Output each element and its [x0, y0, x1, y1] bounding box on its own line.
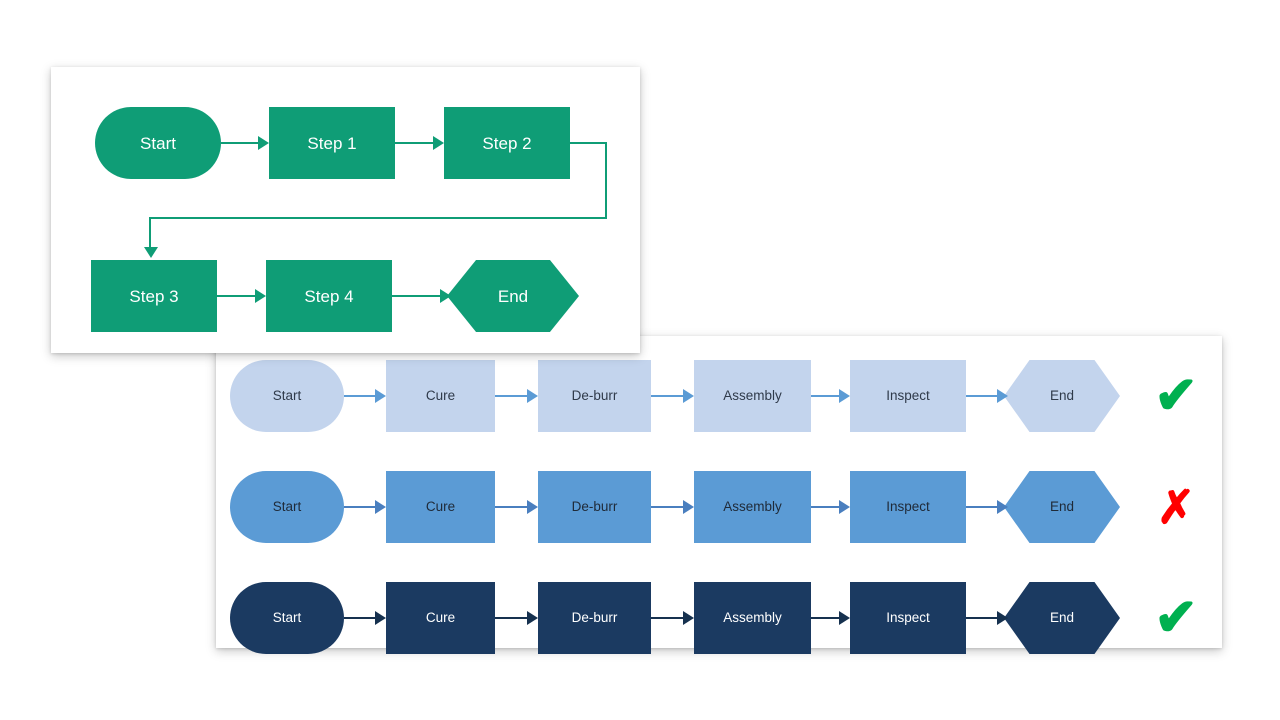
flow-node-step4[interactable]: Step 4	[266, 260, 392, 332]
node-label: Assembly	[723, 499, 782, 515]
variant-node-medium-blue-cure[interactable]: Cure	[386, 471, 495, 543]
flow-node-end[interactable]: End	[447, 260, 579, 332]
node-label: Step 1	[307, 133, 357, 153]
node-label: Assembly	[723, 610, 782, 626]
variant-node-light-blue-inspect[interactable]: Inspect	[850, 360, 966, 432]
node-label: De-burr	[571, 610, 618, 626]
variant-node-light-blue-assembly[interactable]: Assembly	[694, 360, 811, 432]
node-label: Step 2	[482, 133, 532, 153]
flow-node-step3[interactable]: Step 3	[91, 260, 217, 332]
node-label: Start	[272, 388, 302, 404]
node-label: End	[1049, 499, 1075, 515]
variant-node-medium-blue-assembly[interactable]: Assembly	[694, 471, 811, 543]
node-label: De-burr	[571, 499, 618, 515]
variant-node-medium-blue-start[interactable]: Start	[230, 471, 344, 543]
node-label: End	[1049, 610, 1075, 626]
variant-node-dark-navy-de-burr[interactable]: De-burr	[538, 582, 651, 654]
variant-node-dark-navy-end[interactable]: End	[1004, 582, 1120, 654]
generic-flowchart-card: Start Step 1 Step 2 Step 3 Step 4 End	[51, 67, 640, 353]
variant-node-dark-navy-assembly[interactable]: Assembly	[694, 582, 811, 654]
variant-node-dark-navy-cure[interactable]: Cure	[386, 582, 495, 654]
node-label: End	[1049, 388, 1075, 404]
variant-node-medium-blue-inspect[interactable]: Inspect	[850, 471, 966, 543]
node-label: Step 3	[129, 286, 179, 306]
variant-node-light-blue-cure[interactable]: Cure	[386, 360, 495, 432]
node-label: Inspect	[886, 610, 930, 626]
status-check-icon: ✔	[1154, 589, 1198, 647]
variant-row-dark: Start Cure De-burr Assembly Inspect End ✔	[216, 566, 1222, 670]
node-label: Start	[140, 133, 176, 153]
node-label: De-burr	[571, 388, 618, 404]
node-label: Cure	[425, 610, 456, 626]
flow-node-start[interactable]: Start	[95, 107, 221, 179]
variant-node-dark-navy-start[interactable]: Start	[230, 582, 344, 654]
variant-node-dark-navy-inspect[interactable]: Inspect	[850, 582, 966, 654]
variant-node-medium-blue-de-burr[interactable]: De-burr	[538, 471, 651, 543]
flow-node-step2[interactable]: Step 2	[444, 107, 570, 179]
node-label: Start	[272, 610, 302, 626]
variant-row-medium: Start Cure De-burr Assembly Inspect End ✗	[216, 455, 1222, 559]
node-label: Cure	[425, 499, 456, 515]
variant-node-light-blue-de-burr[interactable]: De-burr	[538, 360, 651, 432]
node-label: Inspect	[886, 499, 930, 515]
flow-node-step1[interactable]: Step 1	[269, 107, 395, 179]
node-label: Step 4	[304, 286, 354, 306]
green-flowchart: Start Step 1 Step 2 Step 3 Step 4 End	[51, 67, 640, 353]
variant-row-light: Start Cure De-burr Assembly Inspect End ✔	[216, 344, 1222, 448]
node-label: End	[497, 286, 529, 306]
node-label: Inspect	[886, 388, 930, 404]
variant-node-light-blue-start[interactable]: Start	[230, 360, 344, 432]
node-label: Cure	[425, 388, 456, 404]
variant-node-medium-blue-end[interactable]: End	[1004, 471, 1120, 543]
status-cross-icon: ✗	[1156, 481, 1196, 533]
node-label: Start	[272, 499, 302, 515]
variant-node-light-blue-end[interactable]: End	[1004, 360, 1120, 432]
status-check-icon: ✔	[1154, 367, 1198, 425]
node-label: Assembly	[723, 388, 782, 404]
